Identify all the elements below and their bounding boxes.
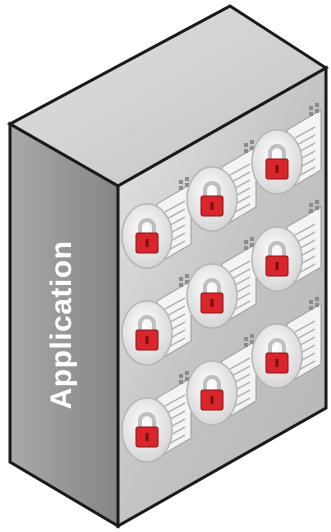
padlock-icon <box>135 412 159 448</box>
application-label: Application <box>45 240 78 410</box>
padlock-icon <box>265 144 289 180</box>
module <box>251 103 322 195</box>
module <box>121 274 192 366</box>
module <box>186 237 257 329</box>
padlock-icon <box>200 375 224 411</box>
module-grid <box>121 103 322 463</box>
padlock-icon <box>135 218 159 254</box>
module <box>251 297 322 389</box>
module <box>186 140 257 232</box>
padlock-icon <box>135 315 159 351</box>
padlock-icon <box>265 338 289 374</box>
module <box>121 177 192 269</box>
padlock-icon <box>200 181 224 217</box>
module <box>251 200 322 292</box>
padlock-icon <box>200 278 224 314</box>
module <box>121 371 192 463</box>
padlock-icon <box>265 241 289 277</box>
module <box>186 334 257 426</box>
